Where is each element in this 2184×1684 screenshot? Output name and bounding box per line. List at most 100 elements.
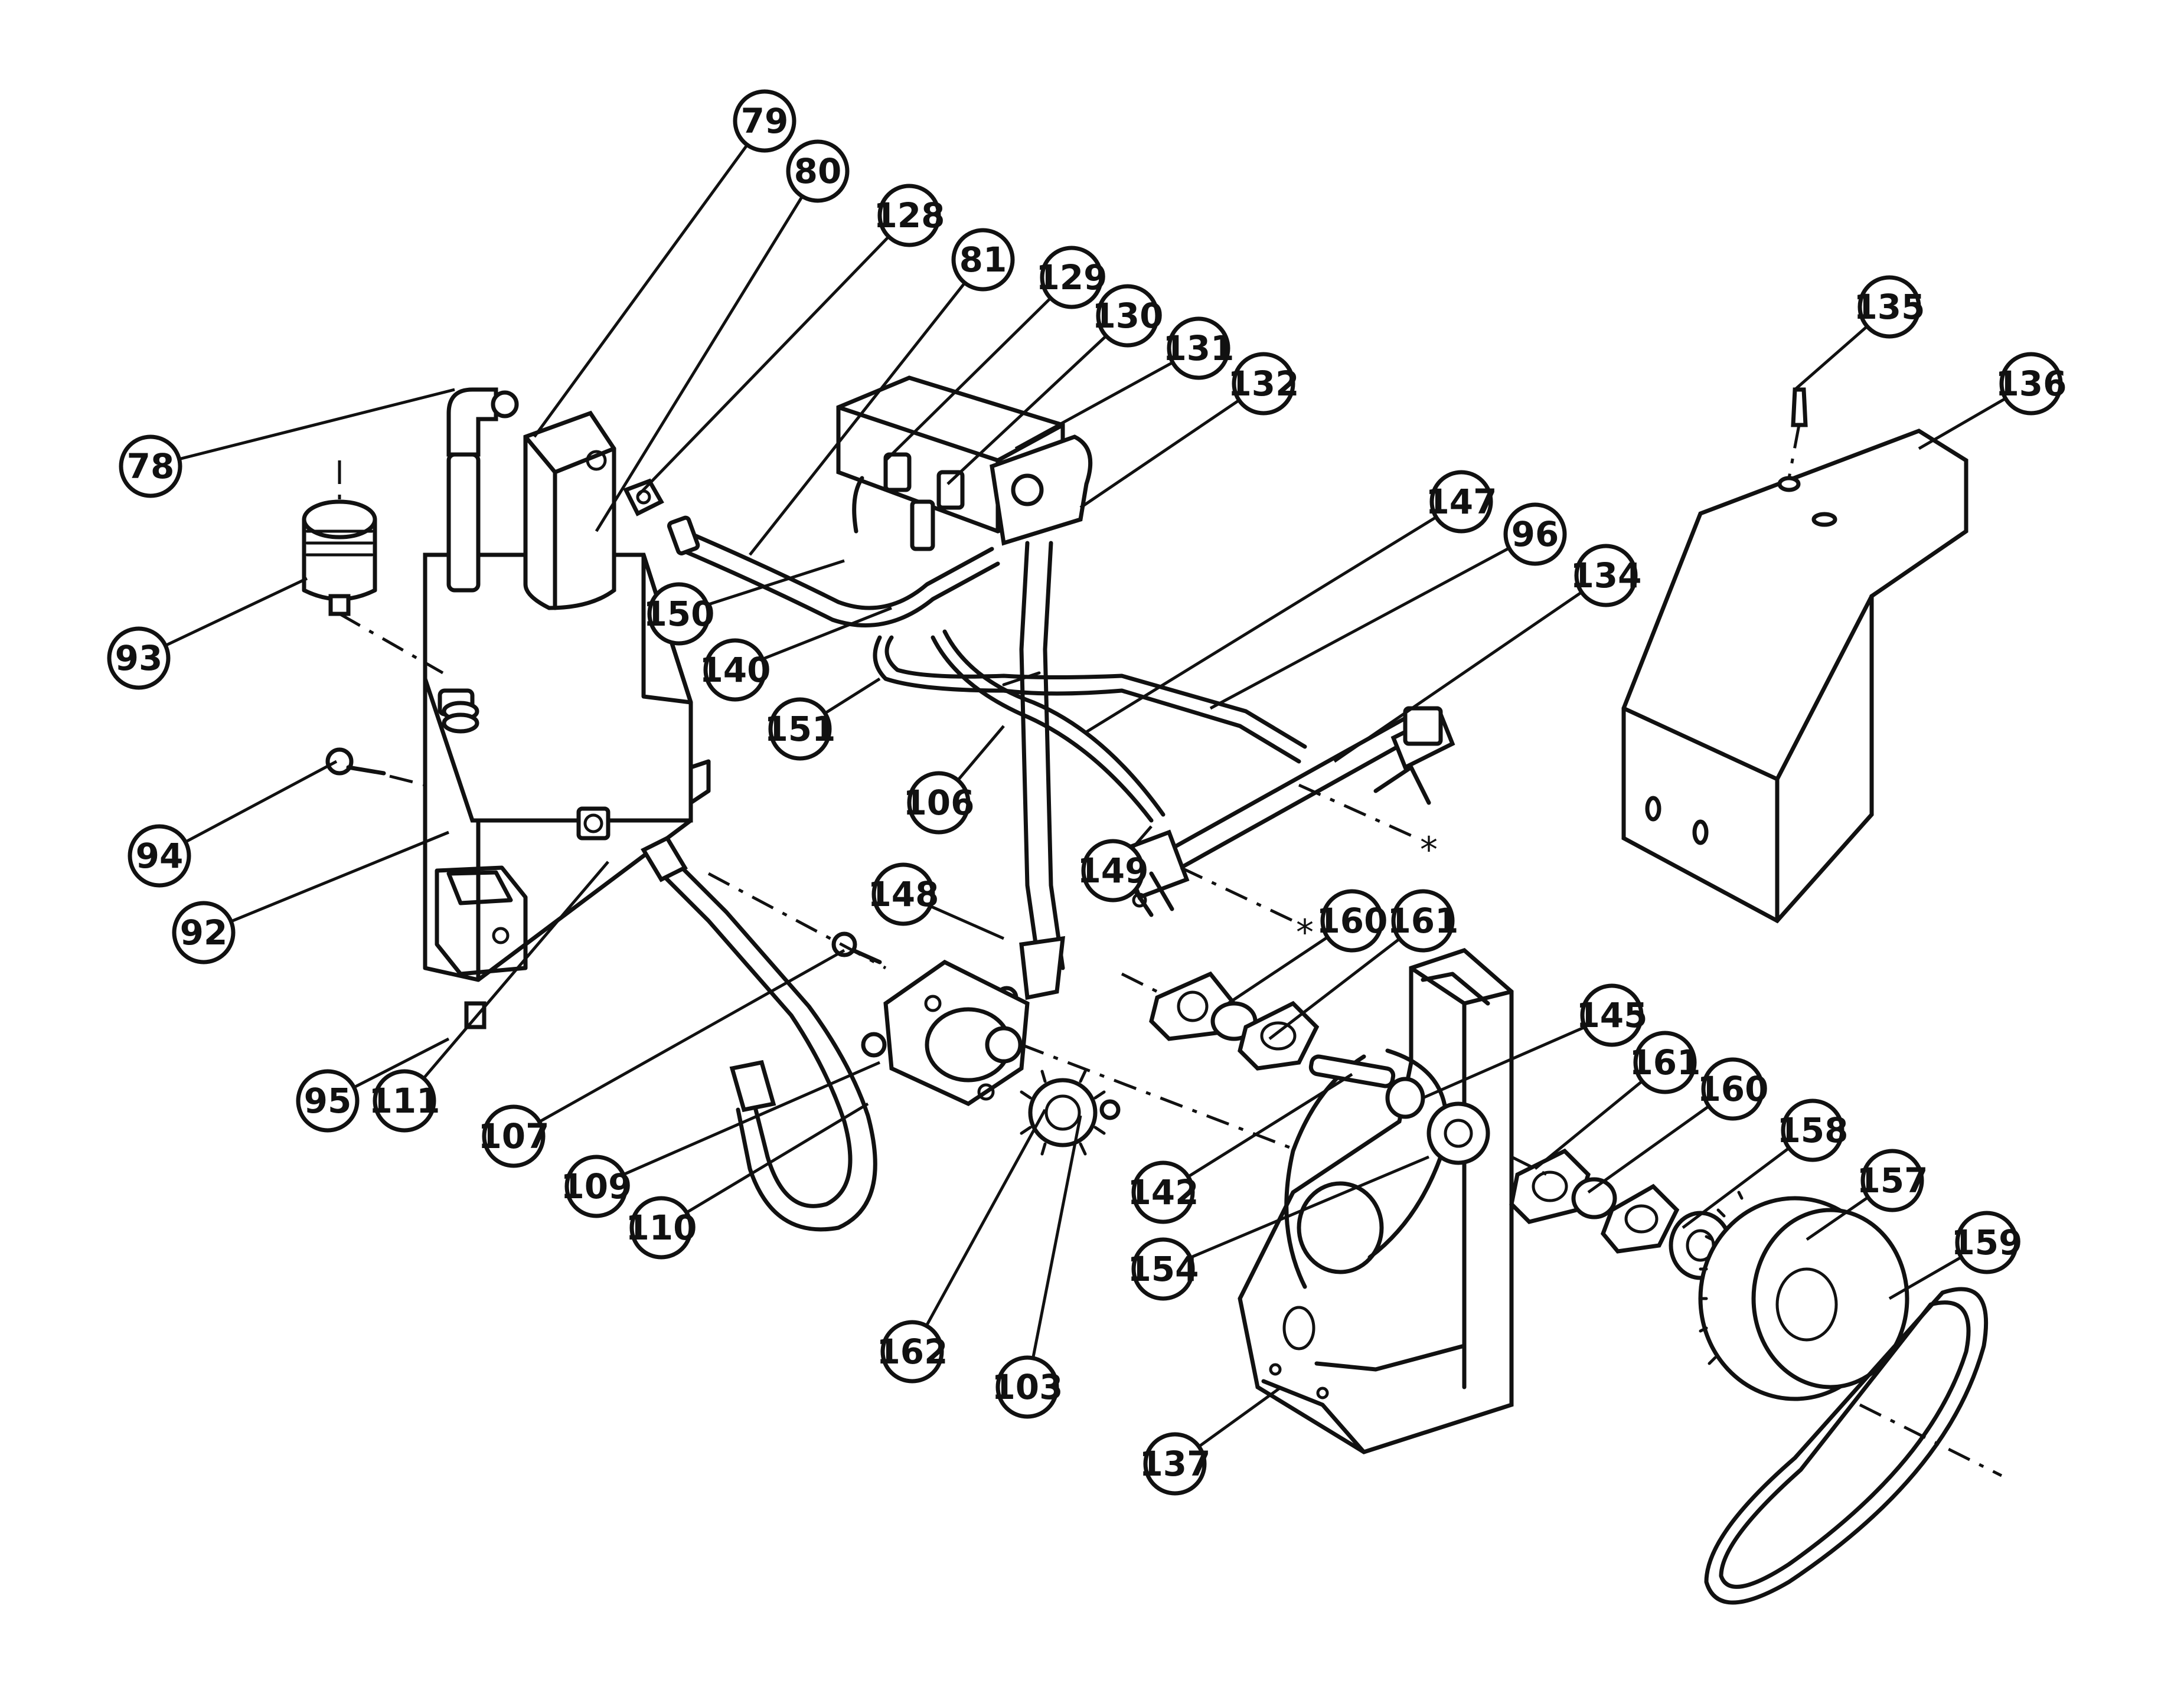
leader-line-106 xyxy=(956,725,1005,781)
callout-142: 142 xyxy=(1127,1160,1199,1224)
callout-balloon xyxy=(1429,470,1493,534)
callout-label: 149 xyxy=(1077,851,1148,891)
cylinder-assembly xyxy=(1119,706,1455,923)
callout-label: 137 xyxy=(1139,1444,1210,1484)
leader-line-96 xyxy=(1209,547,1510,710)
callout-111: 111 xyxy=(368,1069,440,1133)
leader-line-129 xyxy=(884,297,1052,462)
callout-151: 151 xyxy=(764,697,836,761)
leader-line-140 xyxy=(762,606,892,660)
callout-balloon xyxy=(951,228,1015,292)
leader-line-147 xyxy=(1085,516,1437,734)
callout-label: 135 xyxy=(1853,287,1925,327)
callout-balloon xyxy=(373,1069,436,1133)
callout-label: 131 xyxy=(1163,328,1234,368)
hydraulic-tank xyxy=(423,552,711,1029)
callout-balloon xyxy=(1040,246,1104,309)
callout-label: 95 xyxy=(304,1081,352,1121)
callout-103: 103 xyxy=(991,1355,1063,1419)
callout-label: 157 xyxy=(1856,1160,1928,1201)
callout-label: 78 xyxy=(127,446,175,486)
callout-balloon xyxy=(1580,983,1644,1047)
callout-balloon xyxy=(877,184,941,247)
callout-78: 78 xyxy=(119,434,182,498)
callout-balloon xyxy=(107,626,171,690)
leader-line-95 xyxy=(353,1037,450,1089)
leader-line-160 xyxy=(1227,936,1328,1005)
callout-96: 96 xyxy=(1503,502,1567,566)
callout-159: 159 xyxy=(1951,1211,2023,1274)
leader-line-131 xyxy=(1014,361,1174,450)
callout-109: 109 xyxy=(560,1155,632,1218)
callout-80: 80 xyxy=(786,139,850,203)
callout-balloon xyxy=(1860,1149,1924,1212)
callout-balloon xyxy=(1131,1160,1195,1224)
callout-137: 137 xyxy=(1139,1432,1211,1496)
callout-label: 158 xyxy=(1777,1110,1848,1150)
leader-line-130 xyxy=(946,335,1108,485)
pump-housing xyxy=(831,931,1300,1153)
leader-line-161 xyxy=(1534,1080,1643,1170)
callout-balloon xyxy=(119,434,182,498)
callout-label: 161 xyxy=(1387,901,1458,941)
leader-line-107 xyxy=(538,949,845,1123)
leader-line-79 xyxy=(533,143,749,438)
callout-balloon xyxy=(296,1069,360,1133)
leader-line-111 xyxy=(422,861,609,1080)
leader-line-157 xyxy=(1806,1196,1869,1241)
callout-131: 131 xyxy=(1163,316,1235,380)
callout-160: 160 xyxy=(1697,1057,1769,1121)
callout-balloon xyxy=(733,89,796,153)
strainer-93 xyxy=(302,460,444,675)
callout-label: 132 xyxy=(1228,364,1299,404)
filter-canister xyxy=(523,410,664,610)
callout-balloon xyxy=(907,771,971,835)
callout-94: 94 xyxy=(128,824,191,888)
callout-balloon xyxy=(1232,352,1295,416)
callout-129: 129 xyxy=(1036,246,1108,309)
leader-line-78 xyxy=(178,388,455,461)
leader-line-148 xyxy=(929,904,1005,940)
leader-line-151 xyxy=(824,677,881,715)
leader-line-81 xyxy=(749,282,966,556)
callout-balloon xyxy=(871,862,935,926)
guard-cover xyxy=(1621,387,1968,924)
callout-147: 147 xyxy=(1425,470,1497,534)
callout-balloon xyxy=(1167,316,1230,380)
callout-148: 148 xyxy=(867,862,939,926)
leader-line-162 xyxy=(925,1109,1047,1327)
leader-line-161 xyxy=(1268,937,1400,1040)
leader-line-134 xyxy=(1333,591,1583,763)
callout-label: 94 xyxy=(136,836,184,876)
callout-150: 150 xyxy=(643,582,715,646)
leader-line-132 xyxy=(1079,398,1240,509)
leader-line-94 xyxy=(184,760,338,843)
leader-line-80 xyxy=(595,195,804,532)
callout-balloon xyxy=(647,582,711,646)
callout-81: 81 xyxy=(951,228,1015,292)
callout-161: 161 xyxy=(1387,889,1459,953)
callout-label: 134 xyxy=(1570,555,1641,596)
leader-line-136 xyxy=(1918,397,2006,450)
callout-95: 95 xyxy=(296,1069,360,1133)
callout-balloon xyxy=(1131,1237,1195,1301)
belt-159 xyxy=(1704,1287,2003,1605)
leader-line-93 xyxy=(165,577,308,647)
leader-line-149 xyxy=(1131,825,1153,849)
sprocket-162 xyxy=(1020,1070,1121,1156)
leader-line-159 xyxy=(1888,1255,1962,1300)
callout-balloon xyxy=(1955,1211,2019,1274)
callout-label: 109 xyxy=(560,1166,632,1206)
callout-label: 93 xyxy=(115,638,163,678)
callout-balloon xyxy=(1096,284,1160,348)
asterisk-mark-upper: * xyxy=(1420,829,1438,871)
callout-label: 140 xyxy=(699,650,771,690)
callout-106: 106 xyxy=(903,771,975,835)
callout-157: 157 xyxy=(1856,1149,1928,1212)
filler-tube-elbow xyxy=(446,387,519,593)
callout-label: 136 xyxy=(1995,364,2067,404)
callout-label: 151 xyxy=(764,709,835,749)
leader-line-150 xyxy=(706,559,845,607)
